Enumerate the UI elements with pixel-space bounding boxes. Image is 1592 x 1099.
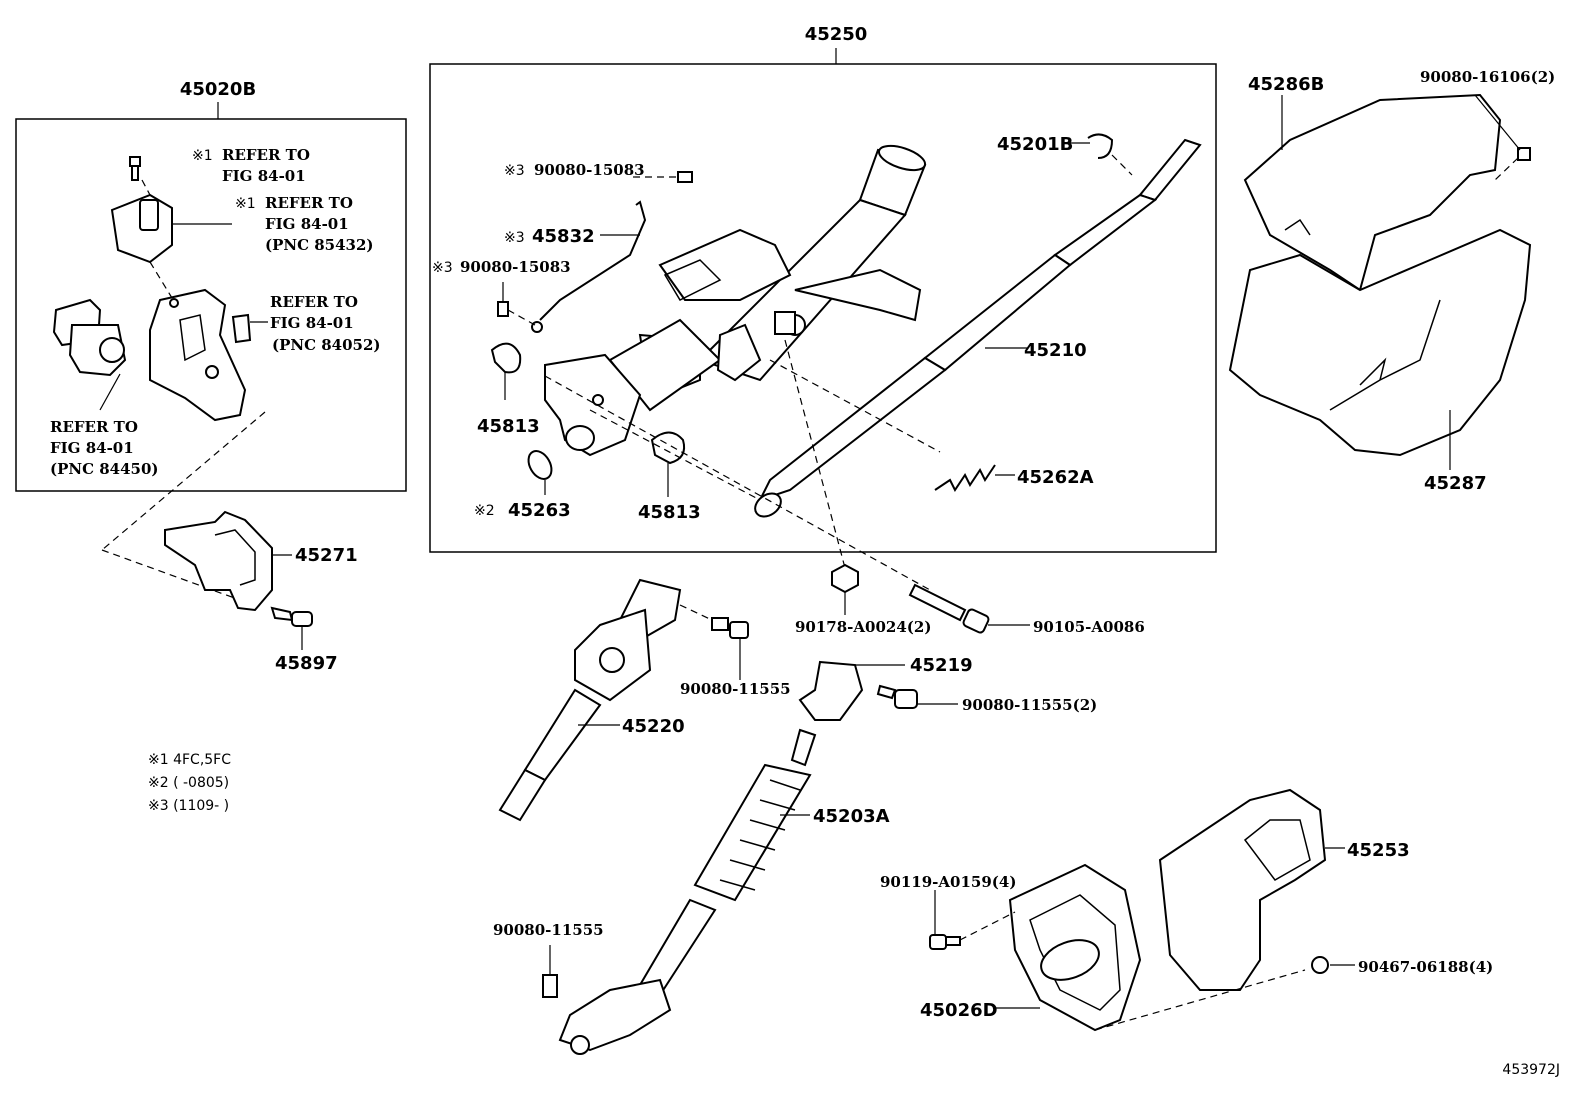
label-90178: 90178-A0024(2): [795, 618, 931, 636]
ref4-line3: (PNC 84450): [50, 460, 159, 478]
label-45026D: 45026D: [920, 1000, 998, 1021]
marker-m3-a: ※3: [504, 163, 525, 179]
label-45210: 45210: [1024, 340, 1087, 361]
ref3-line1: REFER TO: [270, 293, 358, 311]
label-90080-15083-mid: 90080-15083: [460, 258, 571, 276]
ref4-line1: REFER TO: [50, 418, 138, 436]
label-45201B: 45201B: [997, 134, 1073, 155]
switch-assembly-drawing: [52, 156, 268, 601]
ref2-line2: FIG 84-01: [265, 215, 349, 233]
label-45250: 45250: [805, 24, 868, 45]
shaft-45210-drawing: [754, 133, 1202, 518]
bolt-90080-15083-drawing: [497, 282, 536, 326]
note-3: ※3 (1109- ): [148, 798, 229, 814]
label-45832: 45832: [532, 226, 595, 247]
label-90080-11555-a: 90080-11555: [680, 680, 791, 698]
nut-90467-drawing: [1311, 956, 1355, 974]
note-2: ※2 ( -0805): [148, 775, 229, 791]
label-45813-left: 45813: [477, 416, 540, 437]
label-90105: 90105-A0086: [1033, 618, 1145, 636]
label-90467: 90467-06188(4): [1358, 958, 1493, 976]
label-90080-15083-top: 90080-15083: [534, 161, 645, 179]
ground-wire-45832-drawing: [531, 171, 693, 333]
cover-45253-drawing: [1158, 788, 1345, 991]
label-45262A: 45262A: [1017, 467, 1094, 488]
label-45263: 45263: [508, 500, 571, 521]
label-90119: 90119-A0159(4): [880, 873, 1016, 891]
ref1-line2: FIG 84-01: [222, 167, 306, 185]
ref2-line3: (PNC 85432): [265, 236, 374, 254]
spring-45262A-drawing: [934, 464, 1015, 492]
label-45020B: 45020B: [180, 79, 256, 100]
note-1: ※1 4FC,5FC: [148, 752, 231, 768]
plate-45026D-drawing: [995, 863, 1306, 1032]
label-45219: 45219: [910, 655, 973, 676]
label-90080-11555-b: 90080-11555(2): [962, 696, 1097, 714]
label-45271: 45271: [295, 545, 358, 566]
label-45286B: 45286B: [1248, 74, 1324, 95]
marker-m1-a: ※1: [192, 148, 213, 164]
label-45253: 45253: [1347, 840, 1410, 861]
switch-assembly-box: [15, 118, 407, 492]
marker-m2-a: ※2: [474, 503, 495, 519]
bolt-90105-drawing: [908, 583, 1030, 634]
label-45897: 45897: [275, 653, 338, 674]
marker-m1-b: ※1: [235, 196, 256, 212]
marker-m3-c: ※3: [432, 260, 453, 276]
label-45220: 45220: [622, 716, 685, 737]
ref1-line1: REFER TO: [222, 146, 310, 164]
ref4-line2: FIG 84-01: [50, 439, 134, 457]
ref2-line1: REFER TO: [265, 194, 353, 212]
ref3-line3: (PNC 84052): [272, 336, 381, 354]
steering-column-box: [429, 63, 1217, 553]
bolt-90119-drawing: [929, 890, 1016, 950]
shaft-45203A-drawing: [542, 728, 817, 1055]
marker-m3-b: ※3: [504, 230, 525, 246]
ref3-line2: FIG 84-01: [270, 314, 354, 332]
yoke-45219-drawing: [798, 660, 958, 721]
column-cover-drawing: [1228, 93, 1532, 470]
label-45203A: 45203A: [813, 806, 890, 827]
label-90080-11555-c: 90080-11555: [493, 921, 604, 939]
steering-column-drawing: [544, 144, 927, 457]
clip-45813-mid-drawing: [650, 431, 686, 497]
clip-45813-left-drawing: [490, 342, 522, 400]
clamp-45271-drawing: [164, 510, 313, 650]
label-45813-mid: 45813: [638, 502, 701, 523]
nut-90178-drawing: [831, 563, 859, 615]
label-45287: 45287: [1424, 473, 1487, 494]
label-90080-16106: 90080-16106(2): [1420, 68, 1555, 86]
figure-id: 453972J: [1502, 1062, 1560, 1078]
washer-45263-drawing: [527, 450, 553, 495]
shaft-45220-drawing: [498, 578, 749, 822]
